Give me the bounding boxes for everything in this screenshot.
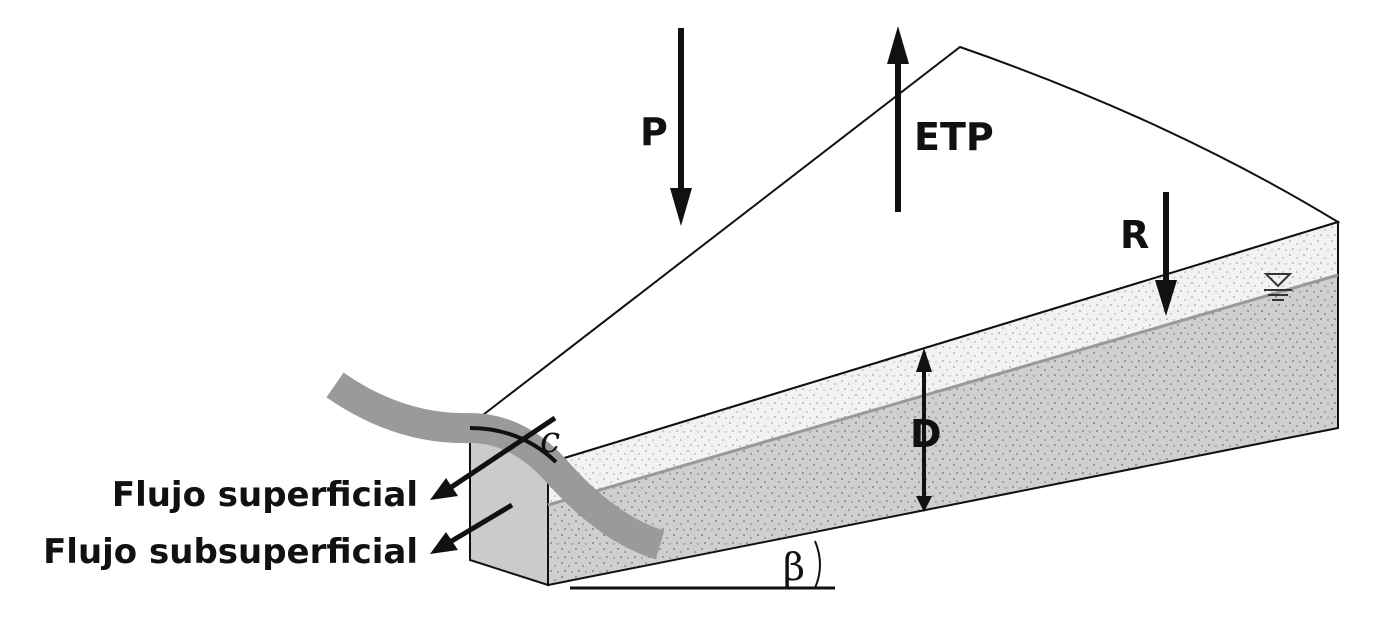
- unsaturated-zone-speckle: [548, 222, 1338, 505]
- label-surface-flow: Flujo superficial: [112, 475, 418, 515]
- evapotranspiration-arrow-icon: [887, 26, 909, 212]
- water-table-line: [547, 273, 1339, 507]
- recharge-arrow-icon: [1155, 192, 1177, 316]
- stream-channel: [326, 372, 665, 560]
- label-beta: β: [783, 545, 805, 589]
- subsurface-flow-arrow-icon: [430, 502, 514, 554]
- label-c: c: [540, 420, 560, 461]
- hillslope-surface: [468, 45, 1341, 465]
- label-d: D: [910, 412, 942, 456]
- water-table-symbol-icon: [1263, 273, 1293, 301]
- stream-edge: [469, 426, 558, 464]
- label-etp: ETP: [914, 115, 994, 159]
- label-subsurface-flow: Flujo subsuperficial: [43, 532, 418, 572]
- precipitation-arrow-icon: [670, 28, 692, 226]
- slope-angle-arc: [814, 540, 821, 589]
- surface-flow-arrow-icon: [430, 415, 557, 500]
- saturated-zone-speckle: [548, 275, 1338, 585]
- block-front-face-outline: [547, 220, 1339, 587]
- depth-double-arrow-icon: [916, 348, 932, 512]
- label-p: P: [640, 110, 668, 154]
- label-r: R: [1120, 213, 1149, 257]
